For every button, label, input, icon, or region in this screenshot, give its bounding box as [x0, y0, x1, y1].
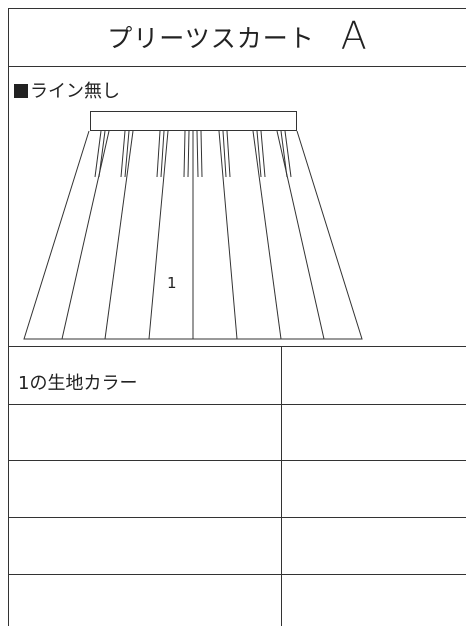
variant-label-text: ライン無し — [30, 81, 120, 102]
table-row[interactable] — [9, 461, 281, 517]
fabric-color-label: 1の生地カラー — [18, 373, 138, 394]
panel-number: 1 — [167, 274, 177, 292]
table-row[interactable] — [9, 518, 281, 574]
variant-label: ライン無し — [14, 77, 120, 103]
table-row[interactable] — [9, 405, 281, 460]
variant-letter: A — [340, 14, 367, 58]
table-row[interactable] — [9, 575, 281, 626]
title-row: プリーツスカート A — [8, 8, 466, 66]
page-title: プリーツスカート — [107, 24, 315, 53]
waistband — [90, 111, 297, 131]
square-bullet-icon — [14, 84, 28, 98]
fabric-color-value[interactable] — [282, 347, 466, 404]
